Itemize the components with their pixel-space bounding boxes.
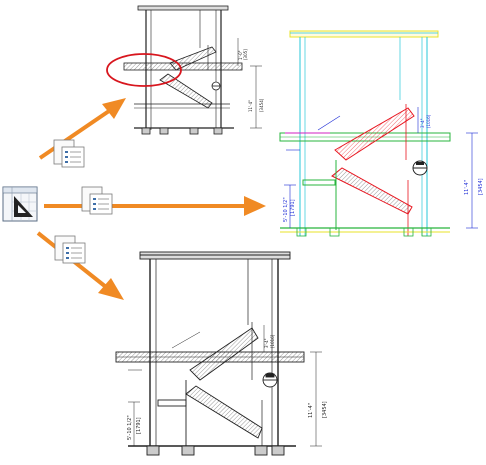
right-dim-1b: [1016]	[426, 114, 431, 128]
highlight-circle	[106, 53, 182, 87]
right-dim-3: 5'-10 1/2"	[283, 197, 289, 222]
stair-drawing-top	[123, 5, 262, 135]
stair-drawing-bottom	[115, 251, 322, 456]
right-dim-2b: [3454]	[478, 178, 484, 195]
bottom-dim-3b: [1791]	[136, 417, 142, 434]
right-dim-2: 11'-4"	[464, 180, 470, 195]
bottom-dim-3: 5'-10 1/2"	[127, 415, 133, 440]
top-dim-1: 1'-0"	[238, 50, 243, 60]
arrow-to-right-drawing	[44, 196, 266, 216]
bottom-dim-2: 11'-4"	[308, 403, 314, 418]
drawing-sheet-icon-bottom[interactable]	[54, 235, 86, 264]
right-dim-3b: [1791]	[290, 199, 296, 216]
drawing-sheet-icon-middle[interactable]	[81, 186, 113, 215]
bottom-dim-1b: [1016]	[270, 334, 275, 348]
arrow-to-top-drawing	[38, 98, 126, 160]
right-dim-1: 3'-4"	[420, 118, 425, 128]
drawing-sheet-icon-top[interactable]	[53, 139, 85, 168]
stair-drawing-right	[279, 30, 478, 237]
bottom-dim-2b: [3454]	[322, 401, 328, 418]
bottom-dim-1: 3'-4"	[264, 338, 269, 348]
right-drawing-dimension-labels: 3'-4" [1016] 11'-4" [3454] 5'-10 1/2" [1…	[283, 114, 484, 222]
top-dim-2b: [3454]	[259, 98, 264, 112]
top-dim-1b: [305]	[243, 49, 248, 60]
top-dim-2: 11'-4"	[248, 100, 253, 112]
bottom-drawing-dimension-labels: 3'-4" [1016] 11'-4" [3454] 5'-10 1/2" [1…	[127, 334, 328, 440]
top-drawing-dimension-labels: 1'-0" [305] 11'-4" [3454]	[238, 49, 264, 112]
drawing-template-icon[interactable]	[2, 186, 38, 222]
